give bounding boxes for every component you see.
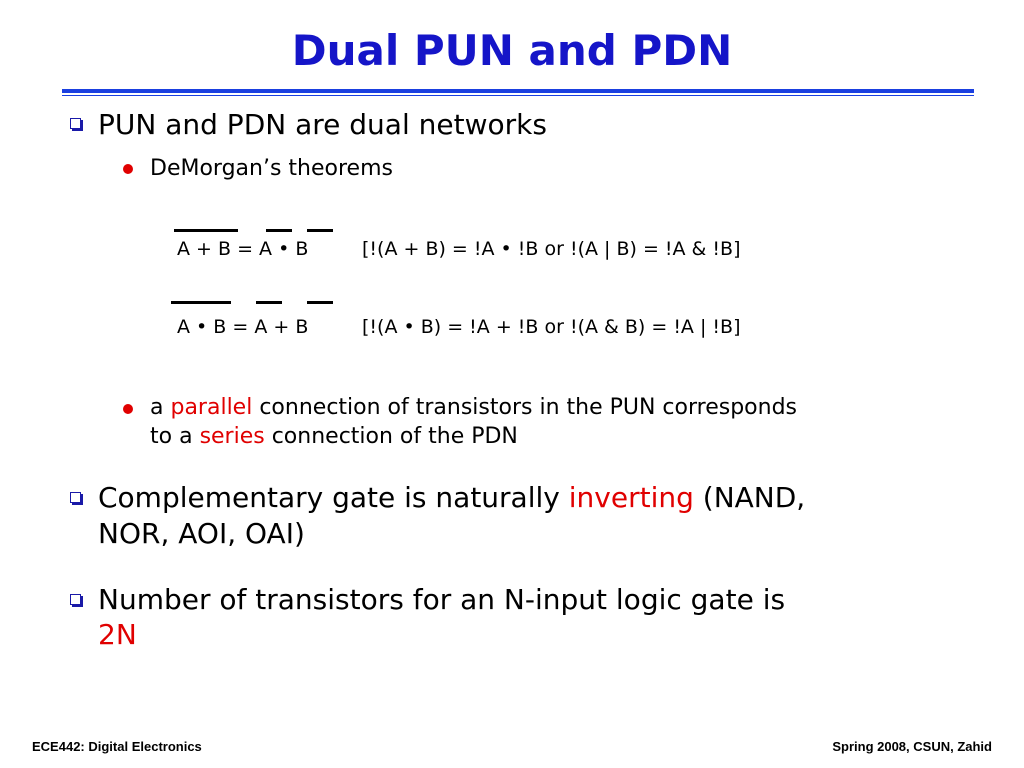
text-a: a [150,395,171,420]
overbar-a-2 [256,301,282,304]
text-to-a: to a [150,424,200,449]
hollow-square-bullet-icon [70,492,81,503]
overbar-b [307,229,333,232]
bullet-transistor-count-line1: Number of transistors for an N-input log… [98,583,786,616]
text-pun-corresponds: connection of transistors in the PUN cor… [252,395,797,420]
subbullet-parallel-line2: to a series connection of the PDN [150,426,518,448]
red-dot-bullet-icon [123,164,133,174]
overbar-b-2 [307,301,333,304]
overbar-a-plus-b [174,229,238,232]
text-nand: (NAND, [693,481,806,514]
bullet-complementary-line2: NOR, AOI, OAI) [98,517,305,550]
red-dot-bullet-icon [123,404,133,414]
emphasis-inverting: inverting [568,481,694,514]
bullet-dual-networks: PUN and PDN are dual networks [98,108,547,141]
text-complementary: Complementary gate is naturally [98,481,569,514]
overbar-a [266,229,292,232]
emphasis-series: series [199,424,265,449]
subbullet-demorgan: DeMorgan’s theorems [150,156,393,181]
title-divider-thick [62,89,974,93]
demorgan-equation-2-code: [!(A • B) = !A + !B or !(A & B) = !A | !… [362,316,741,338]
text-of-the-pdn: connection of the PDN [264,424,518,449]
demorgan-equation-2: A • B = A + B [177,316,309,338]
hollow-square-bullet-icon [70,594,81,605]
emphasis-parallel: parallel [170,395,253,420]
title-divider-thin [62,95,974,96]
slide-title: Dual PUN and PDN [291,26,733,75]
footer-term: Spring 2008, CSUN, Zahid [832,739,992,754]
bullet-complementary-line1: Complementary gate is naturally invertin… [98,484,805,512]
overbar-a-and-b [171,301,231,304]
demorgan-equation-1: A + B = A • B [177,238,309,260]
footer-course: ECE442: Digital Electronics [32,739,202,754]
demorgan-equation-1-code: [!(A + B) = !A • !B or !(A | B) = !A & !… [362,238,741,260]
hollow-square-bullet-icon [70,118,81,129]
subbullet-parallel-line1: a parallel connection of transistors in … [150,397,797,419]
emphasis-2n: 2N [98,618,137,651]
